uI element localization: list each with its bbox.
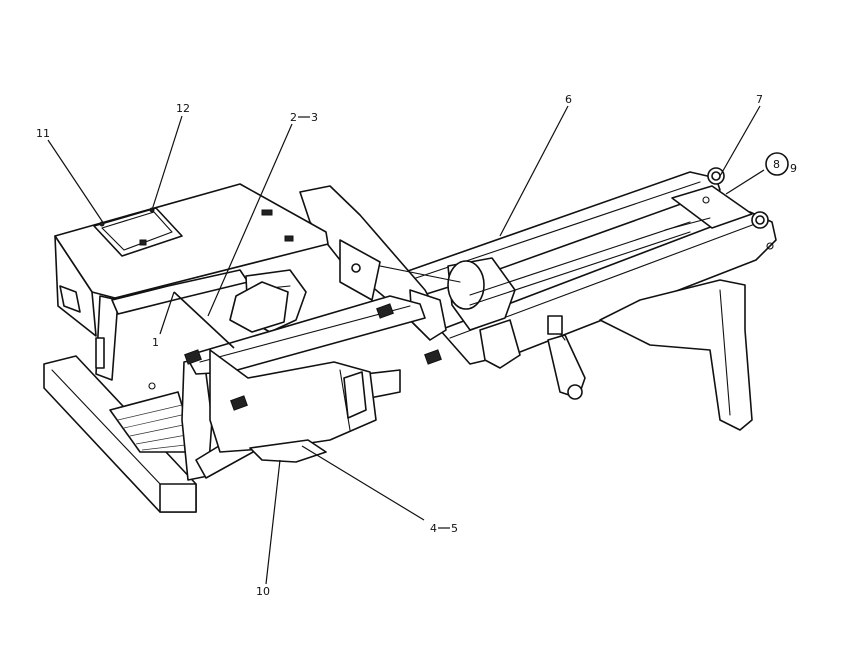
upper-cross-tie xyxy=(185,295,426,375)
callout-labels: 1 2 3 4 5 6 7 8 9 10 11 12 xyxy=(36,93,797,598)
center-longitudinal xyxy=(209,349,377,453)
leader-lines xyxy=(47,105,789,585)
callout-1: 1 xyxy=(152,336,159,349)
mount-pad xyxy=(184,349,202,365)
lower-pivot-boss xyxy=(567,384,583,400)
floor-hatching xyxy=(117,404,195,451)
front-frame xyxy=(43,281,442,513)
leader-8 xyxy=(725,169,765,195)
callout-12: 12 xyxy=(176,102,190,115)
engine-support xyxy=(229,281,289,333)
callout-3: 3 xyxy=(311,111,318,124)
leader-12 xyxy=(151,115,183,211)
callout-5: 5 xyxy=(451,522,458,535)
leader-4-5 xyxy=(301,445,425,521)
callout-11: 11 xyxy=(36,127,50,140)
callout-9: 9 xyxy=(790,162,797,175)
leader-1 xyxy=(159,291,175,335)
callout-6: 6 xyxy=(565,93,572,106)
callout-10: 10 xyxy=(256,585,270,598)
callout-2: 2 xyxy=(290,111,297,124)
callout-7: 7 xyxy=(756,93,763,106)
box-front-face xyxy=(54,235,97,337)
center-mechanism xyxy=(299,185,691,400)
leader-11 xyxy=(47,139,105,225)
leader-6 xyxy=(499,105,569,237)
inspection-cover xyxy=(93,207,183,257)
lower-tray xyxy=(249,439,327,463)
lower-side-rail xyxy=(439,211,777,365)
tie-rod xyxy=(173,291,235,349)
leader-7 xyxy=(719,105,761,177)
rear-drop-bracket xyxy=(599,279,753,431)
callout-8: 8 xyxy=(773,158,780,171)
callout-4: 4 xyxy=(430,522,437,535)
leader-2-3 xyxy=(207,123,293,317)
leader-10 xyxy=(265,459,281,585)
callout-8-bubble xyxy=(765,152,789,176)
control-box xyxy=(54,183,329,381)
rear-cross-member xyxy=(671,185,753,229)
